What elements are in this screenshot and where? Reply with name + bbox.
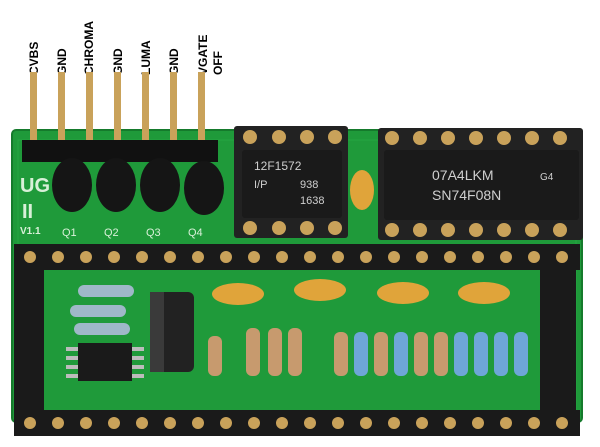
logic-socket-pins (385, 131, 567, 237)
board-title: UG (20, 175, 50, 197)
logic-chip (384, 150, 579, 220)
board-version-roman: II (22, 201, 33, 223)
transistor-label-q2: Q2 (104, 227, 119, 239)
pic-socket-pins (243, 130, 342, 235)
left-socket-bar (14, 270, 44, 410)
pic-chip-line3: 938 (300, 179, 318, 191)
pic-chip-line4: 1638 (300, 195, 324, 207)
pic-chip-line2: I/P (254, 179, 267, 191)
header-pins (30, 72, 205, 152)
bottom-socket-holes (24, 417, 568, 429)
top-socket-strip (14, 244, 580, 270)
cap-near-chip (350, 170, 374, 210)
board-version: V1.1 (20, 226, 41, 237)
transistor-label-q1: Q1 (62, 227, 77, 239)
left-resistors (70, 285, 134, 335)
logic-chip-line1: 07A4LKM (432, 167, 493, 183)
pic-chip-line1: 12F1572 (254, 159, 302, 173)
pic-chip (242, 150, 342, 218)
transistor-label-q3: Q3 (146, 227, 161, 239)
ceramic-capacitors (212, 279, 510, 305)
vertical-resistors (208, 328, 528, 376)
logic-chip-line2: SN74F08N (432, 187, 501, 203)
bottom-socket-strip (14, 410, 580, 436)
transistor-label-q4: Q4 (188, 227, 203, 239)
right-socket-bar (540, 270, 576, 410)
logic-chip-suffix: G4 (540, 172, 554, 183)
header-plastic (22, 140, 218, 162)
transistors (52, 158, 224, 215)
top-socket-holes (24, 251, 568, 263)
smd-ic (78, 343, 132, 381)
